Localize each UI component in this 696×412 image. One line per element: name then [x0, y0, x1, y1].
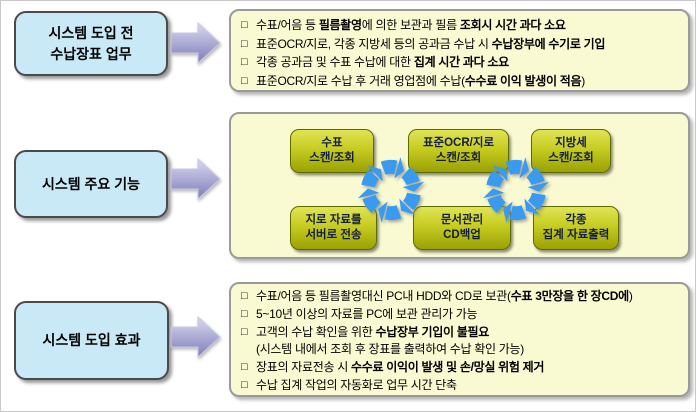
text-line: 스캔/조회 [435, 152, 482, 164]
text-line: 지방세 [555, 137, 587, 150]
list-item-text: (시스템 내에서 조회 후 장표를 출력하여 수납 확인 가능) [256, 342, 524, 357]
cycle-arrows-icon [354, 153, 428, 227]
text-line: 수납장표 업무 [50, 45, 132, 62]
list-item: □ 5~10년 이상의 자료를 PC에 보관 관리가 가능 [241, 306, 680, 324]
bullet-square-icon: □ [241, 378, 248, 391]
text-line: CD백업 [443, 229, 481, 241]
list-item: □ 표준OCR/지로 수납 후 거래 영업점에 수납(수수료 이익 발생이 적음) [241, 72, 680, 91]
right-arrow-icon [170, 157, 221, 201]
list-item: □ 장표의 자료전송 시 수수료 이익이 발생 및 손/망실 위험 제거 [241, 359, 680, 377]
function-box-doc-cd-backup: 문서관리 CD백업 [413, 206, 511, 250]
cycle-arrows-icon [479, 153, 553, 227]
text-line: 스캔/조회 [309, 152, 355, 164]
text-line: 집계 자료출력 [542, 229, 610, 241]
right-arrow-icon [170, 315, 221, 359]
panel-effects-list: □ 수표/어음 등 필름촬영대신 PC내 HDD와 CD로 보관(수표 3만장을 … [229, 282, 690, 397]
bullet-square-icon: □ [241, 74, 248, 87]
list-item: □ 수표/어음 등 필름촬영대신 PC내 HDD와 CD로 보관(수표 3만장을 … [241, 288, 680, 306]
text-line: 시스템 도입 효과 [42, 332, 141, 349]
bullet-square-icon: □ [241, 290, 248, 302]
list-item: □ 수표/어음 등 필름촬영에 의한 보관과 필름 조회시 시간 과다 소요 [241, 16, 680, 35]
label-system-effects: 시스템 도입 효과 [14, 301, 169, 380]
text-line: 시스템 도입 전 [48, 25, 134, 42]
label-system-functions: 시스템 주요 기능 [14, 150, 168, 218]
text-line: 문서관리 [440, 214, 484, 227]
text-line: 시스템 주요 기능 [42, 175, 140, 192]
bullet-square-icon: □ [241, 56, 248, 69]
panel-before-list: □ 수표/어음 등 필름촬영에 의한 보관과 필름 조회시 시간 과다 소요 □ 표준… [229, 9, 690, 92]
list-item-text: 5~10년 이상의 자료를 PC에 보관 관리가 가능 [256, 306, 478, 321]
list-item: □ 고객의 수납 확인을 위한 수납장부 기입이 불필요 [241, 324, 680, 342]
list-item: (시스템 내에서 조회 후 장표를 출력하여 수납 확인 가능) [241, 341, 680, 359]
text-line: 표준OCR/지로 [422, 137, 495, 150]
text-line: 지로 자료를 [305, 214, 362, 227]
list-item: □ 표준OCR/지로, 각종 지방세 등의 공과금 수납 시 수납장부에 수기로 … [241, 35, 680, 54]
right-arrow-icon [170, 21, 221, 65]
bullet-square-icon: □ [241, 325, 248, 338]
list-item-text: 각종 공과금 및 수표 수납에 대한 집계 시간 과다 소요 [256, 55, 509, 70]
bullet-square-icon: □ [241, 307, 248, 320]
bullet-square-icon: □ [241, 361, 248, 374]
list-item-text: 수표/어음 등 필름촬영에 의한 보관과 필름 조회시 시간 과다 소요 [256, 18, 566, 32]
list-item: □ 각종 공과금 및 수표 수납에 대한 집계 시간 과다 소요 [241, 53, 680, 72]
list-item: □ 수납 집계 작업의 자동화로 업무 시간 단축 [241, 377, 680, 395]
text-line: 서버로 전송 [305, 229, 362, 241]
text-line: 수표 [321, 137, 343, 150]
text-line: 각종 [565, 214, 587, 227]
list-item-text: 표준OCR/지로, 각종 지방세 등의 공과금 수납 시 수납장부에 수기로 기… [256, 36, 606, 51]
text-line: 스캔/조회 [548, 152, 594, 164]
list-item-text: 수표/어음 등 필름촬영대신 PC내 HDD와 CD로 보관(수표 3만장을 한… [256, 289, 633, 303]
list-item-text: 장표의 자료전송 시 수수료 이익이 발생 및 손/망실 위험 제거 [256, 360, 545, 375]
bullet-square-icon: □ [241, 37, 248, 50]
list-item-text: 표준OCR/지로 수납 후 거래 영업점에 수납(수수료 이익 발생이 적음) [256, 73, 585, 88]
bullet-square-icon: □ [241, 19, 248, 31]
list-item-text: 수납 집계 작업의 자동화로 업무 시간 단축 [256, 377, 457, 392]
list-item-text: 고객의 수납 확인을 위한 수납장부 기입이 불필요 [256, 324, 490, 339]
